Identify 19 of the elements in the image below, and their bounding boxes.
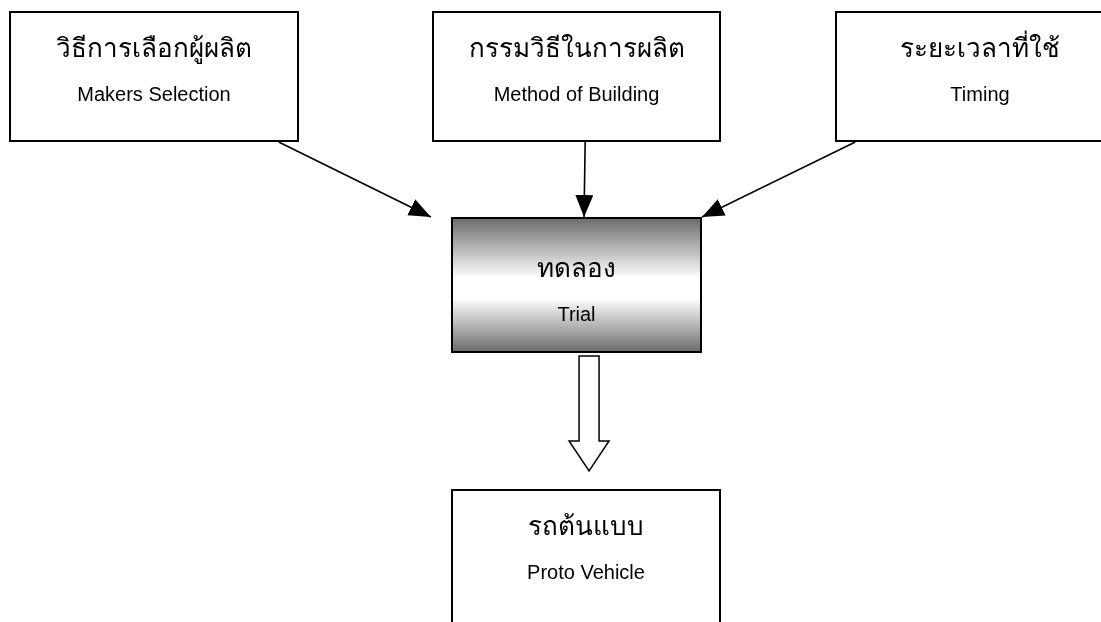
box-heading: ทดลอง [537, 252, 616, 285]
box-heading: ระยะเวลาที่ใช้ [900, 27, 1060, 68]
box-heading: กรรมวิธีในการผลิต [468, 32, 685, 65]
box-subtitle: Proto Vehicle [527, 561, 645, 584]
arrow [575, 141, 594, 218]
box-subtitle: Trial [557, 303, 596, 326]
process-box [451, 489, 721, 622]
process-box [451, 217, 702, 353]
box-subtitle: Makers Selection [77, 83, 231, 106]
box-heading: รถต้นแบบ [528, 510, 644, 543]
process-box [432, 11, 721, 142]
box-subtitle: Method of Building [493, 83, 660, 106]
block-arrow [567, 355, 611, 473]
process-box [9, 11, 299, 142]
arrow [701, 141, 857, 218]
box-heading: วิธีการเลือกผู้ผลิต [56, 32, 252, 66]
arrow [277, 141, 432, 218]
box-subtitle: Timing [950, 83, 1010, 106]
process-box [835, 11, 1101, 142]
